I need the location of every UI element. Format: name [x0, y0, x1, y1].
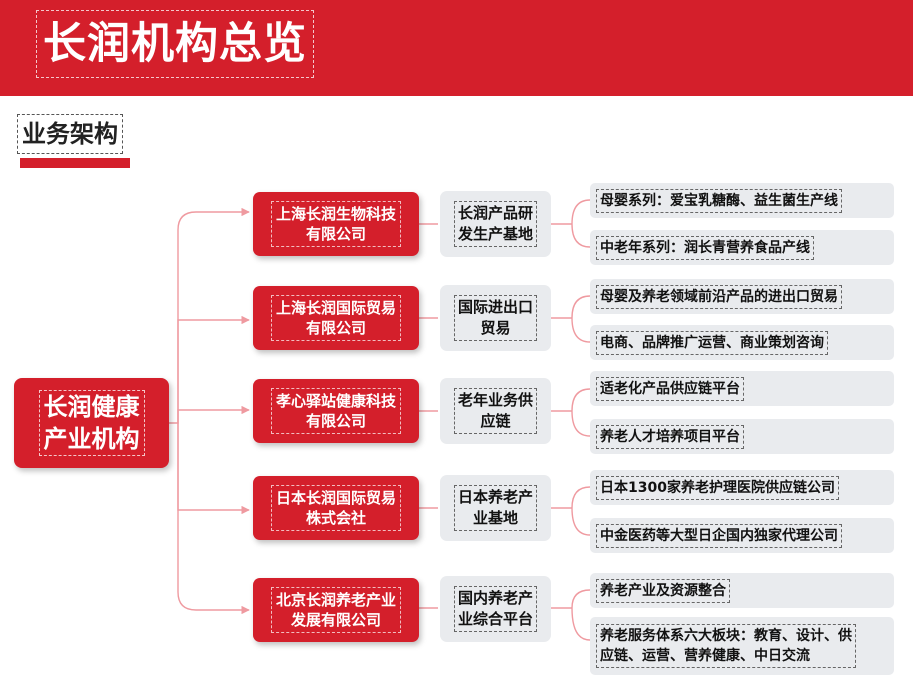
item-node-1-1: 母婴系列：爱宝乳糖酶、益生菌生产线: [590, 183, 894, 218]
company-label-2: 上海长润国际贸易 有限公司: [270, 295, 401, 341]
connector-base-items-4: [551, 486, 591, 536]
base-label-2: 国际进出口 贸易: [453, 295, 537, 341]
item-label-4-2: 中金医药等大型日企国内独家代理公司: [596, 523, 842, 548]
base-node-4: 日本养老产 业基地: [440, 475, 551, 541]
item-node-2-2: 电商、品牌推广运营、商业策划咨询: [590, 325, 894, 360]
connector-root-company-3: [177, 405, 250, 423]
base-node-2: 国际进出口 贸易: [440, 285, 551, 351]
connector-root-company-2: [177, 315, 250, 423]
section-title: 业务架构: [17, 114, 123, 154]
connector-base-items-1: [551, 199, 591, 248]
item-node-3-1: 适老化产品供应链平台: [590, 371, 894, 406]
base-node-5: 国内养老产 业综合平台: [440, 576, 551, 642]
company-node-4: 日本长润国际贸易 株式会社: [253, 476, 419, 540]
company-node-3: 孝心驿站健康科技 有限公司: [253, 379, 419, 443]
item-label-1-2: 中老年系列：润长青营养食品产线: [596, 235, 814, 260]
item-label-2-2: 电商、品牌推广运营、商业策划咨询: [596, 330, 828, 355]
item-label-4-1: 日本1300家养老护理医院供应链公司: [596, 475, 839, 500]
base-label-3: 老年业务供 应链: [453, 388, 537, 434]
item-node-1-2: 中老年系列：润长青营养食品产线: [590, 230, 894, 265]
base-label-4: 日本养老产 业基地: [453, 485, 537, 531]
base-node-1: 长润产品研 发生产基地: [440, 191, 551, 257]
base-label-1: 长润产品研 发生产基地: [453, 201, 537, 247]
item-node-2-1: 母婴及养老领域前沿产品的进出口贸易: [590, 279, 894, 314]
company-node-5: 北京长润养老产业 发展有限公司: [253, 578, 419, 642]
item-label-2-1: 母婴及养老领域前沿产品的进出口贸易: [596, 284, 842, 309]
base-label-5: 国内养老产 业综合平台: [453, 586, 537, 632]
page-title: 长润机构总览: [36, 10, 314, 78]
company-label-1: 上海长润生物科技 有限公司: [270, 201, 401, 247]
item-label-3-1: 适老化产品供应链平台: [596, 376, 744, 401]
connector-base-items-5: [551, 589, 591, 641]
item-label-5-2: 养老服务体系六大板块：教育、设计、供 应链、运营、营养健康、中日交流: [596, 624, 856, 668]
root-node-label: 长润健康 产业机构: [38, 390, 145, 456]
section-underline: [20, 158, 130, 168]
company-label-4: 日本长润国际贸易 株式会社: [270, 485, 401, 531]
connector-base-items-2: [551, 295, 591, 343]
item-node-4-1: 日本1300家养老护理医院供应链公司: [590, 470, 894, 505]
item-node-3-2: 养老人才培养项目平台: [590, 419, 894, 454]
company-label-5: 北京长润养老产业 发展有限公司: [270, 587, 401, 633]
item-label-1-1: 母婴系列：爱宝乳糖酶、益生菌生产线: [596, 188, 842, 213]
header-banner: 长润机构总览: [0, 0, 913, 96]
company-node-1: 上海长润生物科技 有限公司: [253, 192, 419, 256]
connector-base-items-3: [551, 388, 591, 437]
item-node-5-1: 养老产业及资源整合: [590, 573, 894, 608]
connector-root-company-4: [177, 423, 250, 515]
item-label-5-1: 养老产业及资源整合: [596, 578, 730, 603]
item-label-3-2: 养老人才培养项目平台: [596, 424, 744, 449]
base-node-3: 老年业务供 应链: [440, 378, 551, 444]
root-node: 长润健康 产业机构: [14, 378, 169, 468]
connector-root-company-1: [169, 207, 250, 424]
connector-root-company-5: [177, 423, 250, 615]
company-node-2: 上海长润国际贸易 有限公司: [253, 286, 419, 350]
item-node-4-2: 中金医药等大型日企国内独家代理公司: [590, 518, 894, 553]
item-node-5-2: 养老服务体系六大板块：教育、设计、供 应链、运营、营养健康、中日交流: [590, 617, 894, 675]
company-label-3: 孝心驿站健康科技 有限公司: [270, 388, 401, 434]
